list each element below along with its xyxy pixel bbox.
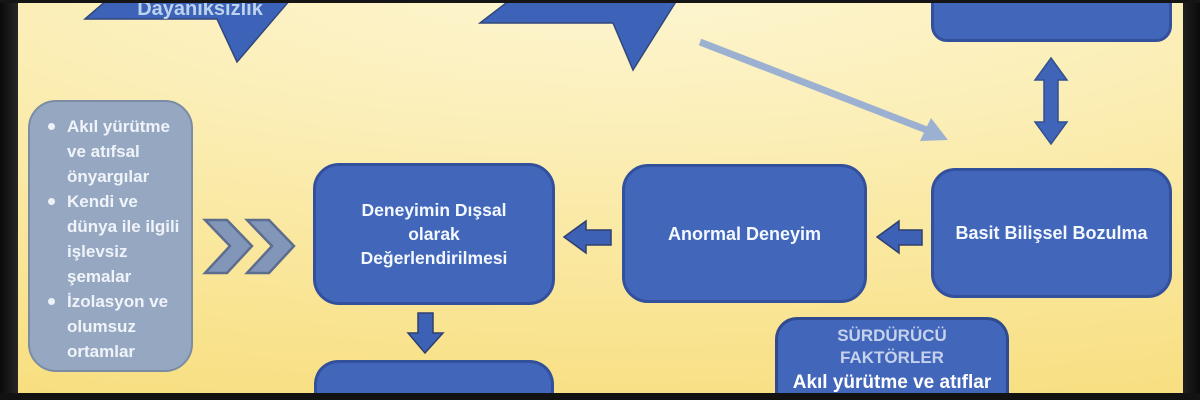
maintaining-factors-title: FAKTÖRLER (840, 348, 944, 367)
maintaining-factors-body: Akıl yürütme ve atıflar (792, 372, 992, 393)
list-item: Akıl yürütme ve atıfsal önyargılar (46, 114, 183, 189)
list-item-label: İzolasyon ve olumsuz ortamlar (67, 292, 169, 361)
node-external-appraisal: Deneyimin Dışsal olarak Değerlendirilmes… (313, 163, 555, 305)
arrow-left-icon (875, 219, 923, 255)
bullet-dot-icon (48, 298, 55, 305)
frame-left-bar (0, 0, 18, 400)
node-label: Anormal Deneyim (667, 223, 822, 244)
list-item-label: Akıl yürütme ve atıfsal önyargılar (67, 117, 170, 186)
node-basic-cognitive-disruption: Basit Bilişsel Bozulma (931, 168, 1172, 298)
node-label: olarak (408, 224, 460, 244)
node-cropped-top-right (931, 0, 1172, 42)
double-chevron-right-icon (202, 218, 296, 275)
predisposing-factors-box: Akıl yürütme ve atıfsal önyargılar Kendi… (28, 100, 193, 372)
node-label: Değerlendirilmesi (360, 248, 508, 268)
bullet-dot-icon (48, 123, 55, 130)
list-item: İzolasyon ve olumsuz ortamlar (46, 289, 183, 364)
frame-top-bar (0, 0, 1200, 3)
arrow-left-icon (562, 219, 612, 255)
frame-right-bar (1183, 0, 1200, 400)
maintaining-factors-box: SÜRDÜRÜCÜ FAKTÖRLER Akıl yürütme ve atıf… (775, 317, 1009, 400)
chevron-banner-shape (82, 0, 291, 64)
frame-bottom-bar (0, 393, 1200, 400)
banner-label: Dayanıksızlık (137, 0, 264, 20)
chevron-banner-shape (477, 0, 678, 72)
list-item: Kendi ve dünya ile ilgili işlevsiz şemal… (46, 189, 183, 289)
node-label: Basit Bilişsel Bozulma (955, 223, 1148, 243)
list-item-label: Kendi ve dünya ile ilgili işlevsiz şemal… (67, 192, 180, 286)
node-label: Deneyimin Dışsal (361, 200, 507, 220)
bullet-dot-icon (48, 198, 55, 205)
node-abnormal-experience: Anormal Deneyim (622, 164, 867, 303)
arrow-down-right-icon (698, 38, 948, 141)
arrow-down-icon (406, 312, 445, 355)
arrow-up-down-icon (1033, 56, 1069, 146)
maintaining-factors-title: SÜRDÜRÜCÜ (837, 326, 947, 345)
